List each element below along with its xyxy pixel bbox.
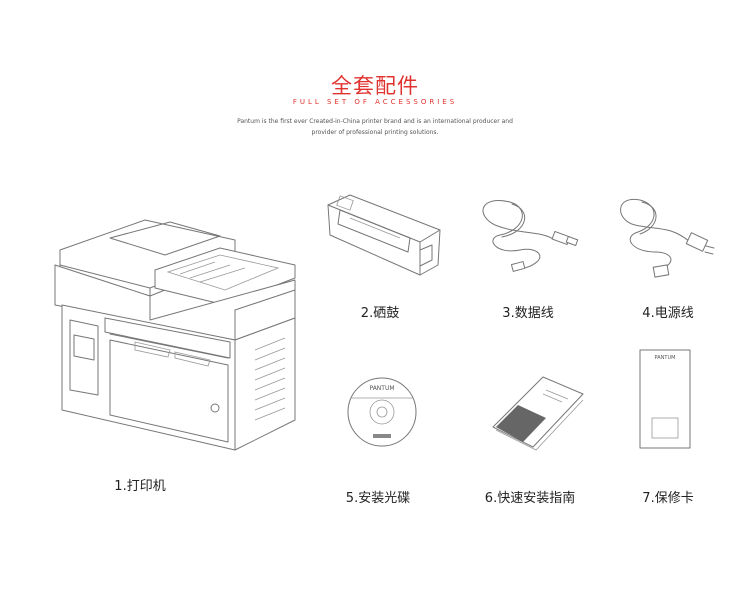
page-description: Pantum is the first ever Created-in-Chin… [0,116,750,138]
description-line-1: Pantum is the first ever Created-in-Chin… [237,118,513,125]
item-label-guide: 6.快速安装指南 [484,491,576,506]
item-label-usb: 3.数据线 [502,306,554,321]
power-cord-icon [620,198,715,278]
cd-brand-text: PANTUM [369,385,394,392]
usb-cable-icon [482,200,579,272]
description-line-2: provider of professional printing soluti… [311,129,439,136]
item-label-printer: 1.打印机 [114,479,166,494]
page-title: 全套配件 [331,74,419,98]
toner-cartridge-icon [327,194,441,276]
item-label-toner: 2.硒鼓 [360,306,400,321]
warranty-card-icon: PANTUM [639,349,691,449]
item-label-power-cord: 4.电源线 [642,306,694,321]
quick-guide-icon [492,376,584,451]
card-brand-text: PANTUM [655,355,676,361]
install-cd-icon: PANTUM [347,377,417,447]
page-subtitle: FULL SET OF ACCESSORIES [292,98,458,106]
item-label-cd: 5.安装光碟 [345,491,411,506]
item-label-warranty: 7.保修卡 [642,491,694,506]
printer-icon [54,219,296,451]
